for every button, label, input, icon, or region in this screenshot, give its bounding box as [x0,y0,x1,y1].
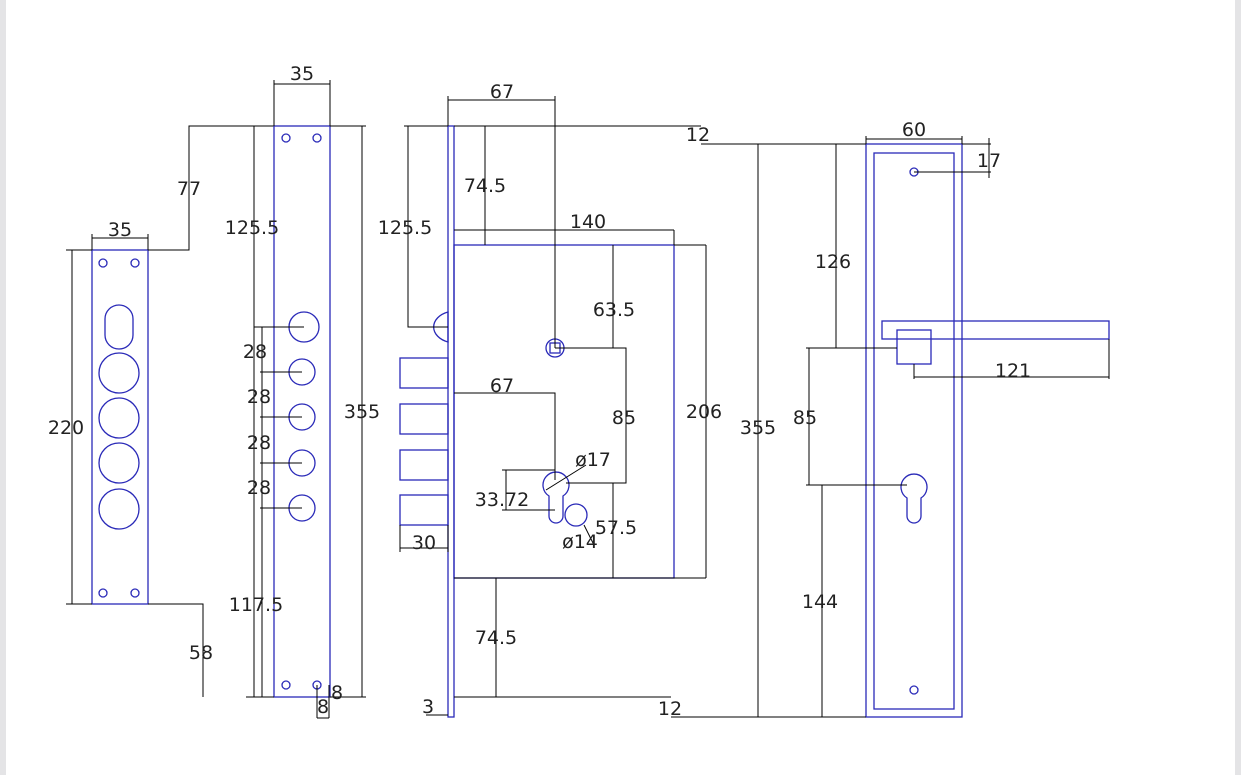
dim-spindle-x: 67 [490,81,514,103]
screw-hole [909,685,919,695]
handle-lever [881,320,1110,340]
dim-face-thickness: 3 [422,696,434,718]
dim-plate-height: 220 [48,417,84,439]
bolt-hole [98,488,140,530]
dim-spindle-to-cyl-top: 63.5 [593,299,635,321]
dim-hole-offset-b: 8 [331,682,343,704]
faceplate [447,125,455,718]
bolt-hole [98,442,140,484]
dim-plate-width: 35 [108,219,132,241]
lock-case [453,244,675,579]
dim-plate-offset-top: 77 [177,178,201,200]
dim-case-top: 74.5 [464,175,506,197]
handle-plate-outer [865,143,963,718]
latch-bolt [433,311,449,343]
long-plate-outline [273,125,331,698]
lock-body: 67 74.5 125.5 140 63.5 85 206 67 ø17 33.… [378,81,722,720]
dim-case-width: 140 [570,211,606,233]
dim-top-to-spindle: 126 [815,251,851,273]
dim-end-top: 12 [686,124,710,146]
keyhole [900,473,928,524]
dim-handle-hole-top: 17 [977,150,1001,172]
dead-bolt [399,357,449,389]
dim-handle-total: 355 [740,417,776,439]
handle-plate-inner [873,152,955,710]
dim-long-plate-width: 35 [290,63,314,85]
dim-plate-offset-bottom: 58 [189,642,213,664]
dim-pitch-1: 28 [243,341,267,363]
strike-plate-outline [91,249,149,605]
dim-spindle-to-keyhole: 85 [793,407,817,429]
dim-cyl-height: 33.72 [475,489,529,511]
dim-latch-offset: 125.5 [378,217,432,239]
screw-hole [130,588,140,598]
dim-end-bottom: 12 [658,698,682,720]
handle-rose [896,329,932,365]
dim-pitch-4: 28 [247,477,271,499]
dim-cyl-dia-bottom: ø14 [562,531,598,553]
lock-technical-drawing: 35 77 220 58 35 125.5 28 28 28 28 117.5 … [48,63,1110,720]
dead-bolt [399,449,449,481]
dim-handle-plate-width: 60 [902,119,926,141]
cylinder-cam [564,503,588,527]
dim-cyl-dia-top: ø17 [575,449,611,471]
dim-pitch-3: 28 [247,432,271,454]
dim-bottom-offset: 117.5 [229,594,283,616]
screw-hole [98,588,108,598]
screw-hole [281,680,291,690]
dim-bolt-to-first: 125.5 [225,217,279,239]
dim-keyhole-to-bottom: 144 [802,591,838,613]
dim-spindle-to-cyl: 85 [612,407,636,429]
dim-pitch-2: 28 [247,386,271,408]
drawing-sheet: 35 77 220 58 35 125.5 28 28 28 28 117.5 … [6,0,1235,775]
cylinder-cutout [542,471,570,524]
dim-handle-length: 121 [995,360,1031,382]
screw-hole [130,258,140,268]
dim-total-length: 355 [344,401,380,423]
dead-bolt [399,494,449,526]
dead-bolt [399,403,449,435]
screw-hole [98,258,108,268]
dim-cylinder-x: 67 [490,375,514,397]
screw-hole [281,133,291,143]
bolt-hole [98,352,140,394]
dim-bolt-throw: 30 [412,532,436,554]
dim-hole-offset-a: 8 [317,696,329,718]
dim-case-bottom: 74.5 [475,627,517,649]
latch-slot [104,304,134,350]
handle-plate: 60 17 126 121 355 85 144 [671,119,1110,718]
strike-plate-long: 35 125.5 28 28 28 28 117.5 355 8 8 [225,63,380,719]
screw-hole [312,133,322,143]
dim-case-height: 206 [686,401,722,423]
bolt-hole [98,397,140,439]
dim-cyl-to-bottom: 57.5 [595,517,637,539]
